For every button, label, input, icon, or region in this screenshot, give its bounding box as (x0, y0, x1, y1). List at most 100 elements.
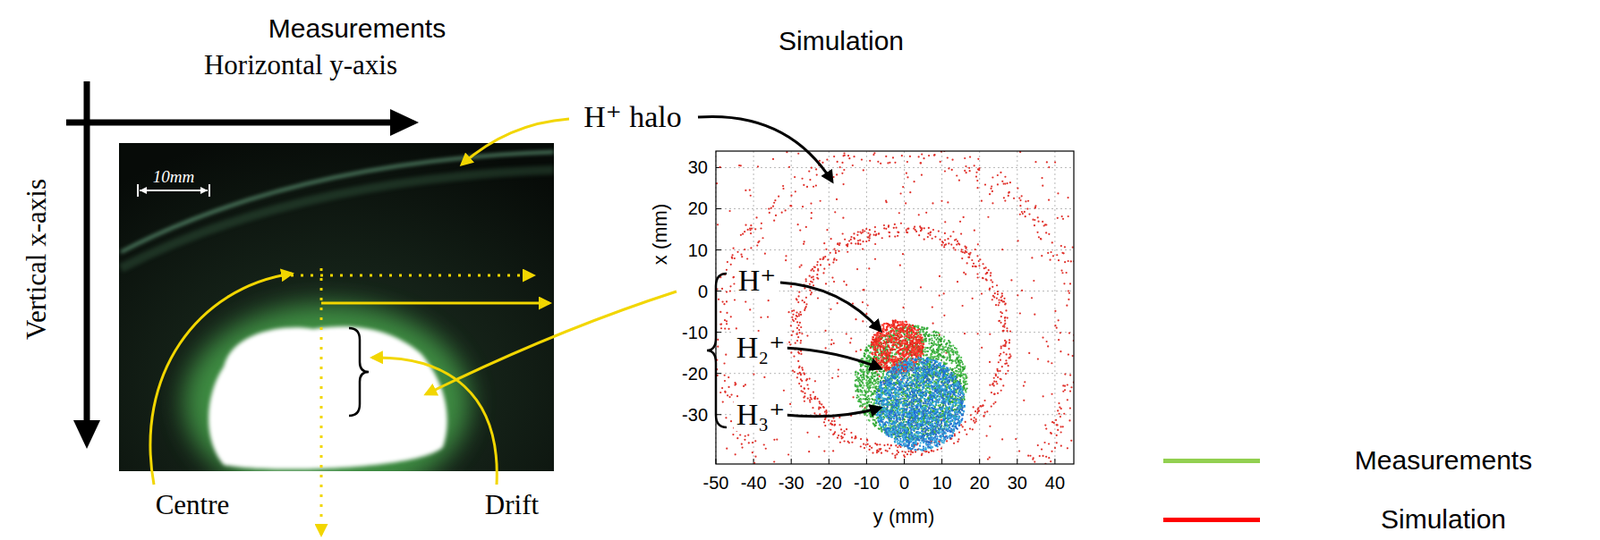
particle-dot (966, 262, 969, 264)
particle-dot (986, 279, 988, 281)
particle-dot (746, 257, 749, 260)
particle-dot (731, 434, 734, 436)
particle-dot (988, 193, 991, 196)
particle-dot (960, 232, 962, 235)
particle-dot (868, 267, 870, 270)
particle-dot (926, 143, 928, 145)
particle-dot (727, 386, 730, 389)
particle-dot (1016, 294, 1019, 297)
particle-dot (876, 161, 879, 163)
particle-dot (927, 451, 930, 454)
particle-dot (799, 311, 801, 314)
particle-dot (850, 238, 852, 241)
particle-dot (883, 444, 886, 447)
particle-dot (809, 394, 812, 397)
particle-dot (723, 362, 725, 365)
particle-dot (800, 378, 802, 381)
particle-dot (1021, 211, 1023, 213)
particle-dot (862, 289, 865, 291)
particle-dot (943, 292, 945, 295)
particle-dot (901, 451, 903, 453)
particle-dot (1063, 389, 1066, 392)
particle-dot (839, 525, 842, 528)
particle-dot (1050, 451, 1053, 453)
particle-dot (976, 255, 979, 257)
particle-dot (947, 242, 950, 245)
particle-dot (1004, 359, 1007, 362)
particle-dot (774, 199, 776, 202)
particle-dot (999, 378, 1002, 381)
particle-dot (1004, 182, 1006, 185)
particle-dot (747, 434, 749, 437)
particle-dot (824, 411, 826, 414)
particle-dot (808, 289, 811, 292)
particle-dot (1061, 272, 1064, 274)
particle-dot (861, 229, 864, 231)
particle-dot (904, 451, 907, 454)
particle-dot (756, 467, 758, 469)
particle-dot (867, 304, 869, 307)
particle-dot (809, 202, 812, 205)
particle-dot (798, 352, 800, 355)
particle-dot (1070, 440, 1073, 443)
particle-dot (934, 236, 937, 239)
particle-dot (833, 342, 835, 345)
particle-dot (772, 205, 775, 208)
particle-dot (840, 428, 843, 431)
particle-dot (837, 250, 840, 253)
particle-dot (1069, 374, 1072, 377)
particle-dot (808, 400, 811, 403)
particle-dot (743, 248, 746, 251)
particle-dot (794, 342, 797, 345)
particle-dot (902, 186, 904, 188)
particle-dot (783, 496, 786, 499)
particle-dot (805, 306, 808, 308)
particle-dot (857, 243, 860, 246)
particle-dot (854, 532, 857, 535)
particle-dot (1002, 384, 1005, 387)
particle-dot (1014, 497, 1017, 500)
particle-dot (797, 360, 800, 363)
particle-dot (819, 497, 822, 500)
particle-dot (919, 529, 921, 532)
particle-dot (932, 229, 935, 231)
particle-dot (791, 316, 793, 319)
particle-dot (803, 301, 806, 304)
particle-dot (1086, 357, 1089, 360)
particle-dot (1016, 187, 1019, 189)
particle-dot (831, 420, 834, 423)
particle-dot (920, 174, 923, 177)
particle-dot (1003, 326, 1005, 329)
particle-dot (790, 351, 792, 354)
particle-dot (920, 326, 923, 329)
particle-dot (842, 232, 844, 235)
particle-dot (813, 265, 816, 268)
particle-dot (796, 376, 799, 379)
particle-dot (1006, 370, 1009, 373)
particle-dot (1004, 481, 1006, 484)
particle-dot (838, 244, 841, 247)
particle-dot (725, 269, 728, 272)
particle-dot (821, 161, 824, 164)
particle-dot (996, 290, 999, 293)
particle-dot (868, 445, 871, 448)
particle-dot (867, 443, 869, 446)
particle-dot (754, 228, 757, 230)
particle-dot (859, 529, 861, 532)
particle-dot (835, 198, 838, 201)
particle-dot (969, 170, 971, 172)
particle-dot (800, 353, 802, 356)
particle-dot (964, 165, 967, 168)
particle-dot (836, 437, 839, 440)
particle-dot (859, 243, 861, 246)
particle-dot (784, 255, 787, 257)
particle-dot (731, 276, 734, 279)
particle-dot (1001, 248, 1004, 251)
particle-dot (1060, 245, 1063, 247)
particle-dot (833, 176, 835, 179)
particle-dot (1028, 352, 1030, 355)
drawing-part (221, 335, 437, 461)
particle-dot (733, 298, 736, 301)
particle-dot (924, 350, 927, 353)
particle-dot (850, 337, 852, 340)
